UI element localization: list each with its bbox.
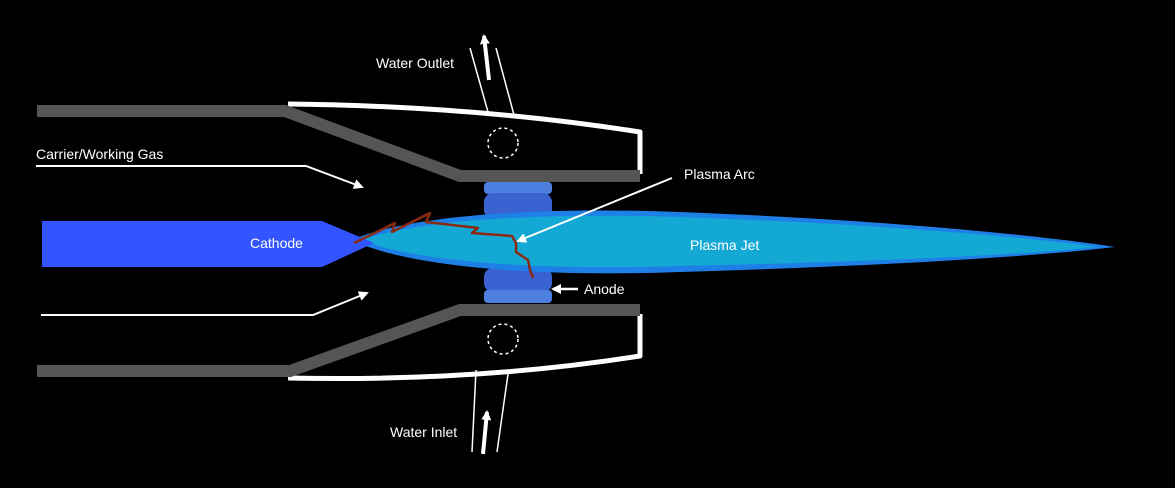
- plasma-arc: [353, 211, 535, 279]
- plasma-jet-label: Plasma Jet: [690, 237, 759, 253]
- plasma-arc-label: Plasma Arc: [684, 166, 755, 182]
- water-outlet-label: Water Outlet: [376, 55, 454, 71]
- cathode: [42, 221, 374, 267]
- coolant-channel-bottom: [487, 323, 519, 355]
- water-outlet-arrow: [479, 34, 491, 81]
- carrier-gas-label: Carrier/Working Gas: [36, 146, 163, 162]
- anode-label: Anode: [584, 281, 625, 297]
- carrier-gas-arrow-bottom: [41, 291, 369, 316]
- lower-cooling-jacket: [287, 314, 643, 382]
- cathode-label: Cathode: [250, 235, 303, 251]
- coolant-channel-top: [487, 127, 519, 159]
- water-inlet-label: Water Inlet: [390, 424, 457, 440]
- plasma-arc-pointer: [516, 177, 673, 243]
- water-inlet-pipe: [471, 369, 509, 453]
- water-inlet-arrow: [481, 410, 492, 455]
- water-outlet-pipe: [469, 47, 515, 116]
- upper-nozzle-wall: [37, 105, 640, 182]
- lower-nozzle-wall: [37, 304, 640, 377]
- carrier-gas-arrow-top: [36, 165, 364, 189]
- upper-cooling-jacket: [287, 101, 643, 174]
